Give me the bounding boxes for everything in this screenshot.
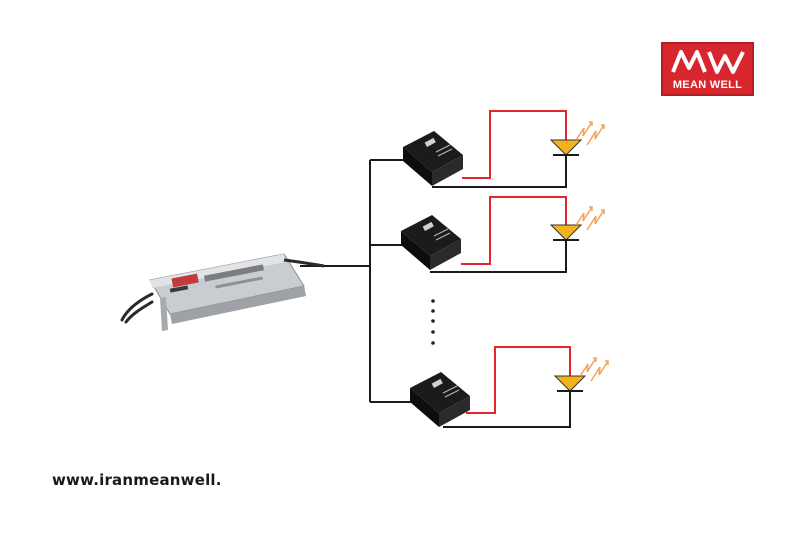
- dc-dc-converter-2: [401, 215, 461, 270]
- mean-well-logo: MEAN WELL: [661, 42, 754, 96]
- led-3-emission-icon: [579, 357, 609, 382]
- led-2: [549, 206, 605, 241]
- branch-2-wires: [430, 196, 567, 273]
- dc-dc-converter-1: [403, 131, 463, 186]
- main-bus: [300, 159, 414, 403]
- branch-1-wires: [432, 110, 567, 188]
- led-driver: [149, 253, 325, 331]
- dc-dc-converter-3: [410, 372, 470, 427]
- branch-3-wires: [443, 346, 571, 428]
- mw-logo-mark: [671, 50, 745, 74]
- led-1-emission-icon: [575, 121, 605, 146]
- logo-text: MEAN WELL: [672, 79, 743, 91]
- led-1: [549, 121, 605, 156]
- led-3: [553, 357, 609, 392]
- ellipsis-dots: [431, 299, 435, 345]
- input-cable: [120, 292, 154, 324]
- website-url: www.iranmeanwell.: [52, 471, 222, 489]
- led-2-emission-icon: [575, 206, 605, 231]
